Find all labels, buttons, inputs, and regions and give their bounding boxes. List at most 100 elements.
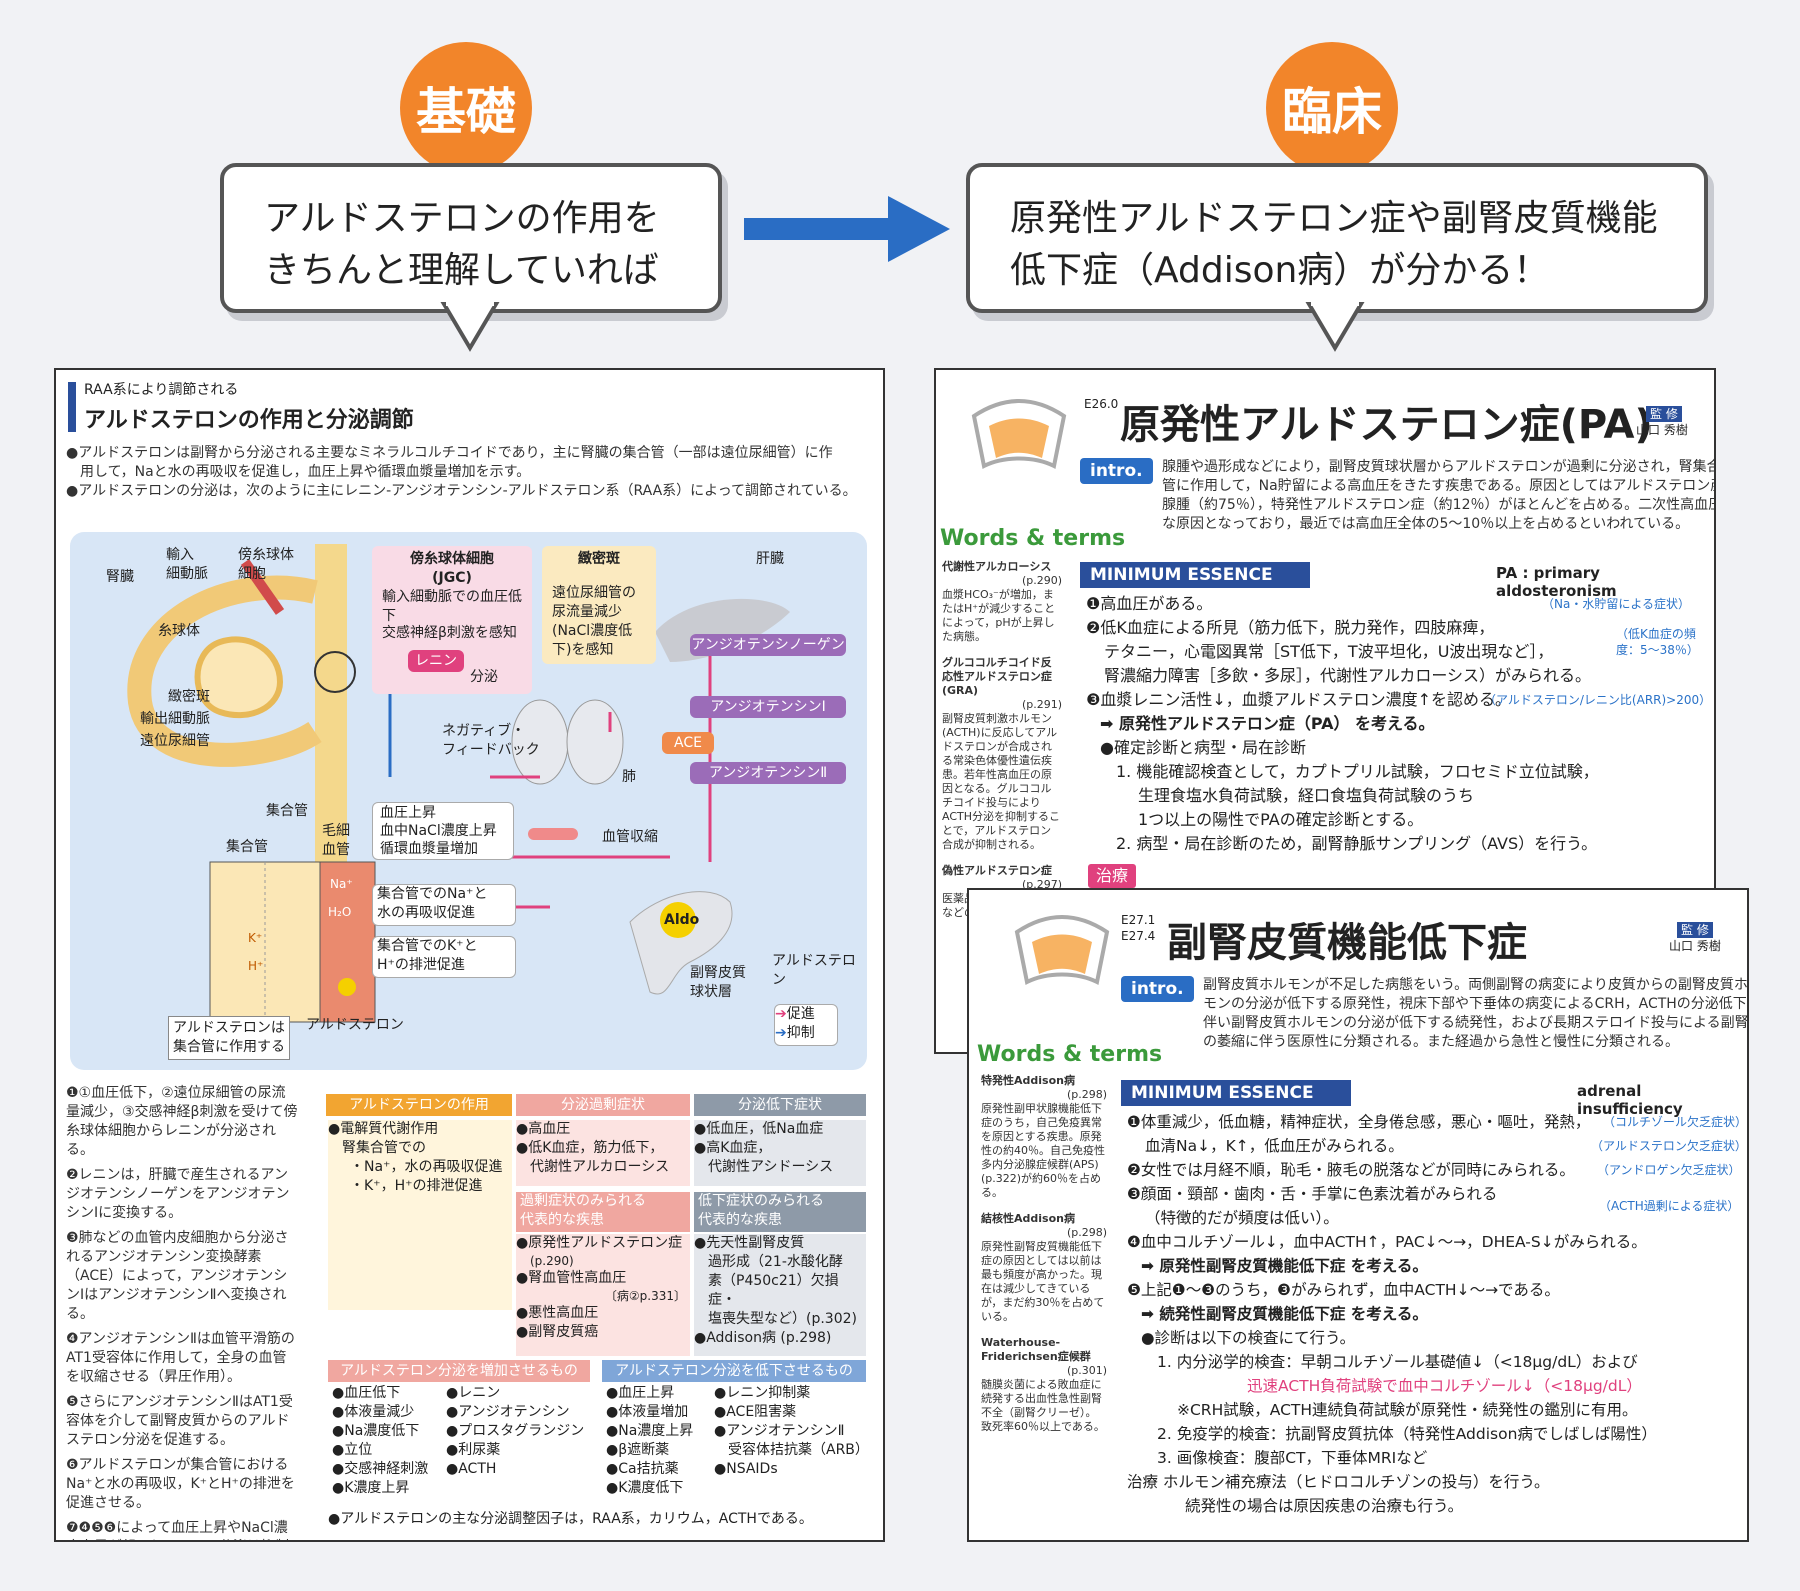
ad-me-2: 血清Na↓，K↑，低血圧がみられる。 <box>1145 1137 1404 1155</box>
callout-basic-line1: アルドステロンの作用を <box>264 198 660 239</box>
intro-line-2: 用して，Naと水の再吸収を促進し，血圧上昇や循環血漿量増加を示す。 <box>80 464 531 480</box>
ion-h: H⁺ <box>248 959 264 973</box>
ad-wt-3-page: (p.301) <box>1066 1364 1107 1377</box>
table-head-excess: 分泌過剰症状 <box>516 1094 690 1116</box>
ad-me-7: ➡ 原発性副腎皮質機能低下症 を考える。 <box>1141 1257 1428 1275</box>
callout-basic: アルドステロンの作用を きちんと理解していれば <box>220 163 722 313</box>
ad-intro-4: の萎縮に伴う医原性に分類される。また経過から急性と慢性に分類される。 <box>1203 1034 1679 1050</box>
inc-a-3: ●Na濃度低下 <box>332 1423 420 1439</box>
decrease-col-a: ●血圧上昇 ●体液量増加 ●Na濃度上昇 ●β遮断薬 ●Ca拮抗薬 ●K濃度低下 <box>606 1384 710 1498</box>
pa-treatment-tag: 治療 <box>1088 864 1137 888</box>
dec-a-2: ●体液量増加 <box>606 1404 689 1420</box>
label-aldosterone-bottom: アルドステロン <box>306 1017 404 1033</box>
pill-angiotensin-2: アンジオテンシンⅡ <box>690 762 846 784</box>
ad-wt-3-text: 髄膜炎菌による敗血症に続発する出血性急性副腎不全（副腎クリーゼ）。致死率60％以… <box>981 1378 1105 1433</box>
arrow-right <box>744 196 950 262</box>
pa-intro: 腺腫や過形成などにより，副腎皮質球状層からアルドステロンが過剰に分泌され，腎集合… <box>1162 458 1714 534</box>
label-negative-feedback: ネガティブ・ フィードバック <box>442 723 540 758</box>
ad-wt-col: 特発性Addison病 (p.298) 原発性副甲状腺機能低下症のうち，自己免疫… <box>981 1074 1107 1434</box>
dec-b-1: ●レニン抑制薬 <box>714 1385 811 1401</box>
ad-words-terms: Words & terms <box>977 1042 1163 1067</box>
deficit-3: 代謝性アシドーシス <box>708 1159 834 1175</box>
pa-wt-3-page: (p.297) <box>1021 878 1062 891</box>
table-deficit: ●低血圧，低Na血症 ●高K血症， 代謝性アシドーシス <box>694 1120 866 1186</box>
pill-angiotensin-1: アンジオテンシンⅠ <box>690 696 846 718</box>
label-jgc: 傍糸球体 細胞 <box>238 547 294 582</box>
pa-wt-1-page: (p.290) <box>1021 574 1062 587</box>
pa-me-1: ❶高血圧がある。 <box>1086 594 1213 613</box>
excess-disease-1: ●原発性アルドステロン症 <box>516 1235 683 1251</box>
pa-wt-2-head: グルココルチコイド反応性アルドステロン症(GRA) <box>942 656 1052 697</box>
bp-item-2: 血中NaCl濃度上昇 <box>380 823 497 839</box>
pa-me-label: MINIMUM ESSENCE <box>1080 562 1310 588</box>
pa-supervisor: 山口 秀樹 <box>1636 423 1688 437</box>
deficit-disease-1: ●先天性副腎皮質 <box>694 1235 805 1251</box>
renin-pill: レニン <box>408 650 464 672</box>
pa-me-4: 腎濃縮力障害［多飲・多尿］，代謝性アルカローシス）がみられる。 <box>1104 666 1592 685</box>
pill-angiotensinogen: アンジオテンシノーゲン <box>690 634 846 656</box>
macula-box-text: 遠位尿細管の尿流量減少(NaCl濃度低下)を感知 <box>552 585 636 658</box>
excess-disease-3: ●悪性高血圧 <box>516 1305 599 1321</box>
dec-b-2: ●ACE阻害薬 <box>714 1404 797 1420</box>
pa-me-10: 1つ以上の陽性でPAの確定診断とする。 <box>1138 810 1424 829</box>
inc-b-1: ●レニン <box>446 1385 501 1401</box>
ad-me-8: ❺上記❶〜❸のうち，❸がみられず，血中ACTH↓〜→である。 <box>1127 1281 1560 1299</box>
step-2: ❷レニンは，肝臓で産生されるアンジオテンシノーゲンをアンジオテンシンⅠに変換する… <box>66 1167 290 1221</box>
ad-me-body: ❶体重減少，低血糖，精神症状，全身倦怠感，悪心・嘔吐，発熱， 血清Na↓，K↑，… <box>1127 1110 1727 1518</box>
ad-wt-2-head: 結核性Addison病 <box>981 1212 1075 1225</box>
pa-me-3: テタニー，心電図異常［ST低下，T波平坦化，U波出現など］， <box>1104 642 1554 661</box>
dec-b-3: ●アンジオテンシンⅡ <box>714 1423 845 1439</box>
badge-clinical: 臨床 <box>1266 42 1398 174</box>
pa-wt-2-text: 副腎皮質刺激ホルモン(ACTH)に反応してアルドステロンが合成される常染色体優性… <box>942 712 1061 851</box>
effects-1: ●電解質代謝作用 <box>328 1121 439 1137</box>
pa-wt-3-head: 偽性アルドステロン症 <box>942 864 1052 877</box>
table-head-deficit: 分泌低下症状 <box>694 1094 866 1116</box>
pa-me-5: ❸血漿レニン活性↓，血漿アルドステロン濃度↑を認める。 <box>1086 690 1511 709</box>
legend: ➔促進 ➔抑制 <box>774 1004 838 1046</box>
ad-wt-2-page: (p.298) <box>1066 1226 1107 1239</box>
inc-a-5: ●交感神経刺激 <box>332 1461 429 1477</box>
ad-me-10: ●診断は以下の検査にて行う。 <box>1141 1329 1356 1347</box>
ad-me-1: ❶体重減少，低血糖，精神症状，全身倦怠感，悪心・嘔吐，発熱， <box>1127 1113 1591 1131</box>
jgc-box-title: 傍糸球体細胞 (JGC) <box>410 551 494 586</box>
ad-intro-2: モンの分泌が低下する原発性，視床下部や下垂体の病変によるCRH，ACTHの分泌低… <box>1203 996 1749 1012</box>
diagram-art <box>127 544 790 1023</box>
decrease-head: アルドステロン分泌を低下させるもの <box>602 1360 866 1382</box>
ad-note-4: （ACTH過剰による症状） <box>1599 1199 1740 1213</box>
pa-me-8: 1. 機能確認検査として，カプトプリル試験，フロセミド立位試験， <box>1116 762 1599 781</box>
pa-intro-label: intro. <box>1080 458 1153 484</box>
ad-me-label: MINIMUM ESSENCE <box>1121 1080 1351 1106</box>
inc-a-4: ●立位 <box>332 1442 373 1458</box>
deficit-2: ●高K血症， <box>694 1140 772 1156</box>
deficit-disease-head: 低下症状のみられる 代表的な疾患 <box>694 1192 866 1232</box>
increase-col-a: ●血圧低下 ●体液量減少 ●Na濃度低下 ●立位 ●交感神経刺激 ●K濃度上昇 <box>332 1384 442 1498</box>
label-collecting-1: 集合管 <box>266 803 308 819</box>
label-distal: 遠位尿細管 <box>140 733 210 749</box>
deficit-disease-1b: 過形成（21-水酸化酵 <box>708 1254 843 1270</box>
inc-b-2: ●アンジオテンシン <box>446 1404 570 1420</box>
excess-1: ●高血圧 <box>516 1121 571 1137</box>
ad-me-4: ❸顔面・頸部・歯肉・舌・手掌に色素沈着がみられる <box>1127 1185 1498 1203</box>
ad-me-15: 3. 画像検査：腹部CT，下垂体MRIなど <box>1157 1449 1428 1467</box>
pa-wt-col: 代謝性アルカローシス (p.290) 血漿HCO₃⁻が増加，またはH⁺が減少する… <box>942 560 1062 920</box>
excess-diseases: ●原発性アルドステロン症 (p.290) ●腎血管性高血圧 〔病②p.331〕 … <box>516 1234 690 1356</box>
step-4: ❹アンジオテンシンⅡは血管平滑筋のAT1受容体に作用して，全身の血管を収縮させる… <box>66 1331 295 1385</box>
ad-me-13: ※CRH試験，ACTH連続負荷試験が原発性・続発性の鑑別に有用。 <box>1177 1401 1638 1419</box>
ion-na: Na⁺ <box>330 877 353 891</box>
ad-wt-1-head: 特発性Addison病 <box>981 1074 1075 1087</box>
ad-me-12: 迅速ACTH負荷試験で血中コルチゾール↓（<18μg/dL） <box>1247 1377 1642 1395</box>
inc-b-3: ●プロスタグランジン <box>446 1423 585 1439</box>
bp-item-3: 循環血漿量増加 <box>380 841 478 857</box>
inc-a-6: ●K濃度上昇 <box>332 1480 410 1496</box>
effects-2: 腎集合管での <box>342 1140 426 1156</box>
label-kidney: 腎臓 <box>106 569 134 585</box>
inc-a-1: ●血圧低下 <box>332 1385 401 1401</box>
macula-box-title: 緻密斑 <box>578 551 620 567</box>
dec-a-1: ●血圧上昇 <box>606 1385 675 1401</box>
effects-4: ・K⁺，H⁺の排泄促進 <box>350 1178 483 1194</box>
callout-basic-tail <box>440 300 500 352</box>
dec-b-4: 受容体拮抗薬（ARB） <box>728 1442 869 1458</box>
callout-clinical-tail <box>1305 300 1365 352</box>
na-box: 集合管でのNa⁺と 水の再吸収促進 <box>372 884 516 926</box>
pa-me-11: 2. 病型・局在診断のため，副腎静脈サンプリング（AVS）を行う。 <box>1116 834 1598 853</box>
